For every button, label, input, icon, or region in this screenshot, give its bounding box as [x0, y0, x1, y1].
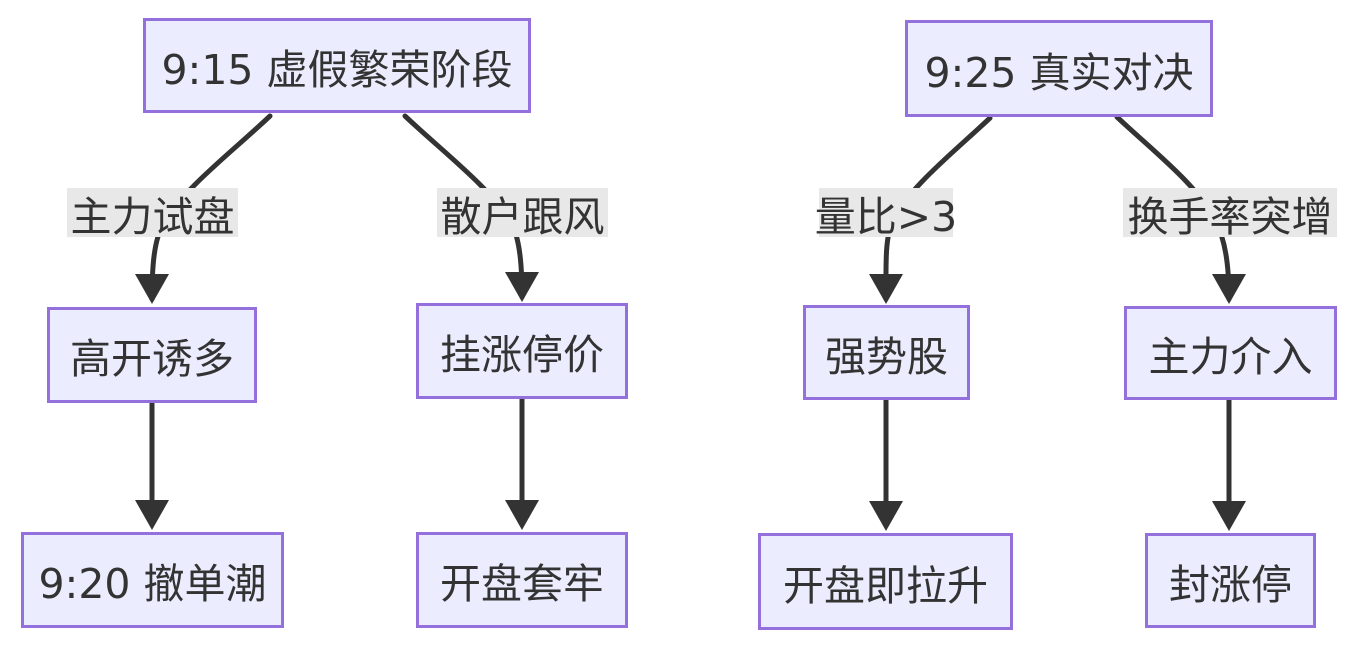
node-strong-stock: 强势股 — [803, 305, 970, 400]
arrowhead-high-open — [135, 274, 169, 304]
node-high-open-lure: 高开诱多 — [47, 307, 257, 403]
arrowhead-strong-stock — [869, 274, 903, 304]
node-limit-up-order: 挂涨停价 — [416, 303, 628, 399]
node-915-false-prosperity-phase: 9:15 虚假繁荣阶段 — [143, 18, 531, 113]
edge-label-main-force-test: 主力试盘 — [67, 188, 238, 241]
edge-label-volume-ratio: 量比>3 — [815, 188, 957, 241]
arrowhead-main-force — [1212, 274, 1246, 304]
arrowhead-limit-order — [505, 272, 539, 302]
arrowhead-withdrawal — [135, 500, 169, 530]
node-main-force-entry: 主力介入 — [1124, 306, 1337, 400]
node-925-real-showdown: 9:25 真实对决 — [905, 20, 1213, 117]
node-920-withdrawal-wave: 9:20 撤单潮 — [21, 532, 284, 628]
node-open-immediate-rally: 开盘即拉升 — [758, 533, 1013, 630]
node-open-trapped: 开盘套牢 — [416, 532, 628, 628]
arrowhead-trapped — [505, 500, 539, 530]
node-seal-limit-up: 封涨停 — [1145, 533, 1316, 628]
edge-label-turnover-surge: 换手率突增 — [1123, 188, 1337, 241]
arrowhead-seal — [1212, 501, 1246, 531]
arrowhead-rally — [869, 501, 903, 531]
edge-label-retail-follow: 散户跟风 — [437, 188, 608, 241]
